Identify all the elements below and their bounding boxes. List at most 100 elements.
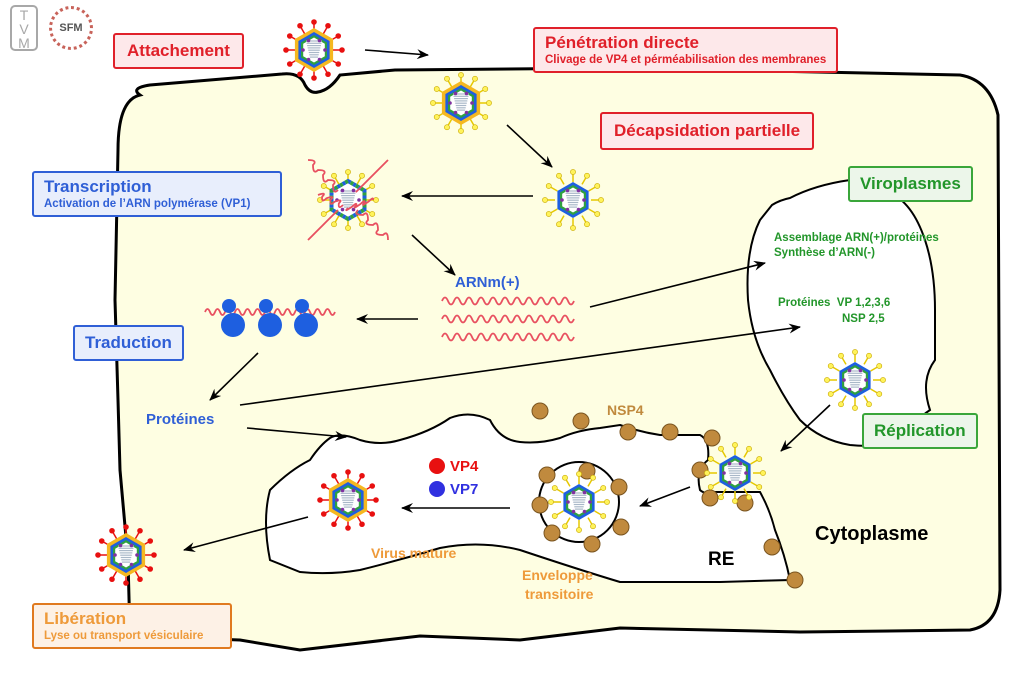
spike-tip — [707, 456, 714, 462]
spike-tip — [325, 22, 331, 29]
nsp4-dot — [691, 461, 709, 479]
ribosome-large-subunit — [221, 313, 245, 337]
enveloppe-label-1: Enveloppe — [522, 567, 593, 583]
spike-tip — [866, 401, 872, 408]
step-transcription: Transcription Activation de l’ARN polymé… — [32, 171, 282, 217]
virion-penetrating — [430, 72, 492, 134]
rna-strand — [307, 209, 339, 241]
step-title: Réplication — [874, 421, 966, 440]
spike-tip — [827, 391, 834, 397]
polymerase-dot — [129, 562, 134, 567]
ribosome-small-subunit — [259, 299, 273, 313]
spike-tip — [542, 197, 548, 203]
spike-tip — [335, 33, 342, 39]
sfm-logo-text: SFM — [59, 22, 83, 34]
spike-tip — [876, 391, 883, 397]
polymerase-dot — [351, 207, 356, 212]
arrow-attach-to-penetration — [364, 49, 429, 60]
step-title: Viroplasmes — [860, 174, 961, 193]
nsp4-dot — [531, 496, 549, 514]
nsp4-dot — [572, 412, 590, 430]
tvm-letter: T — [19, 7, 29, 23]
spike-tip — [433, 86, 440, 92]
spike-tip — [838, 401, 844, 408]
polymerase-dot — [340, 488, 345, 493]
sfm-logo: SFM — [49, 6, 93, 50]
spike-tip — [320, 511, 327, 517]
spike-tip — [320, 483, 327, 489]
virion-enveloped — [548, 471, 610, 533]
mrna-wave — [441, 314, 575, 324]
rna-strand — [317, 192, 344, 209]
polymerase-dot — [576, 207, 581, 212]
virion-viroplasm — [824, 349, 886, 411]
arrow-penetration-to-decapsidation — [506, 124, 553, 168]
vp7-legend-dot — [429, 481, 445, 497]
viroplasm-nsp-label: NSP 2,5 — [842, 313, 885, 325]
mrna-strands — [441, 296, 575, 342]
tvm-logo: T V M — [10, 5, 38, 51]
step-subtitle: Clivage de VP4 et pérméabilisation des m… — [545, 54, 827, 66]
spike-tip — [852, 405, 858, 411]
spike-tip — [545, 211, 552, 217]
polymerase-dot — [113, 553, 117, 557]
spike-tip — [866, 352, 872, 359]
polymerase-dot — [323, 48, 327, 52]
polymerase-dot — [317, 57, 322, 62]
rna-strand — [307, 159, 339, 193]
virion-budding — [704, 442, 766, 504]
spike-tip — [472, 75, 478, 82]
arrow-proteins-to-viroplasm — [239, 323, 801, 406]
spike-tip — [147, 566, 154, 572]
polymerase-dot — [566, 500, 570, 504]
spike-tip — [458, 128, 464, 134]
spike-tip — [570, 169, 576, 175]
spike-tip — [325, 71, 331, 78]
spike-tip — [331, 472, 337, 479]
step-decapsidation: Décapsidation partielle — [600, 112, 815, 150]
spike-tip — [548, 499, 554, 505]
polymerase-dot — [129, 543, 134, 548]
spike-tip — [707, 484, 714, 490]
proteins-label: Protéines — [146, 411, 215, 428]
mrna-wave — [441, 332, 575, 342]
spike-tip — [359, 472, 365, 479]
enveloppe-label-2: transitoire — [525, 586, 594, 602]
ribosome-small-subunit — [295, 299, 309, 313]
cytoplasm-label: Cytoplasme — [815, 523, 929, 545]
step-subtitle: Lyse ou transport vésiculaire — [44, 630, 204, 642]
polymerase-dot — [470, 101, 474, 105]
spike-tip — [732, 442, 738, 448]
polymerase-dot — [842, 378, 846, 382]
nsp4-dot — [703, 429, 721, 447]
spike-tip — [369, 483, 376, 489]
polymerase-dot — [858, 387, 863, 392]
polymerase-dot — [582, 490, 587, 495]
nsp4-dot — [612, 518, 630, 536]
spike-tip — [109, 527, 115, 534]
spike-tip — [433, 114, 440, 120]
polymerase-dot — [306, 57, 311, 62]
polymerase-dot — [582, 198, 586, 202]
step-viroplasmes: Viroplasmes — [848, 166, 973, 202]
spike-tip — [320, 211, 327, 217]
spike-tip — [369, 183, 376, 189]
spike-tip — [339, 47, 345, 53]
tvm-letter: V — [19, 21, 29, 37]
spike-tip — [600, 485, 607, 491]
spike-tip — [444, 124, 450, 131]
spike-tip — [286, 61, 293, 67]
spike-tip — [98, 566, 105, 572]
spike-tip — [704, 470, 710, 476]
polymerase-dot — [738, 461, 743, 466]
spike-tip — [283, 47, 289, 53]
polymerase-dot — [340, 507, 345, 512]
spike-tip — [137, 576, 143, 583]
spike-tip — [600, 513, 607, 519]
step-title: Attachement — [127, 41, 230, 60]
spike-tip — [369, 511, 376, 517]
er-label: RE — [708, 549, 735, 570]
spike-tip — [551, 513, 558, 519]
arrow-mrna-to-viroplasm — [589, 260, 766, 308]
